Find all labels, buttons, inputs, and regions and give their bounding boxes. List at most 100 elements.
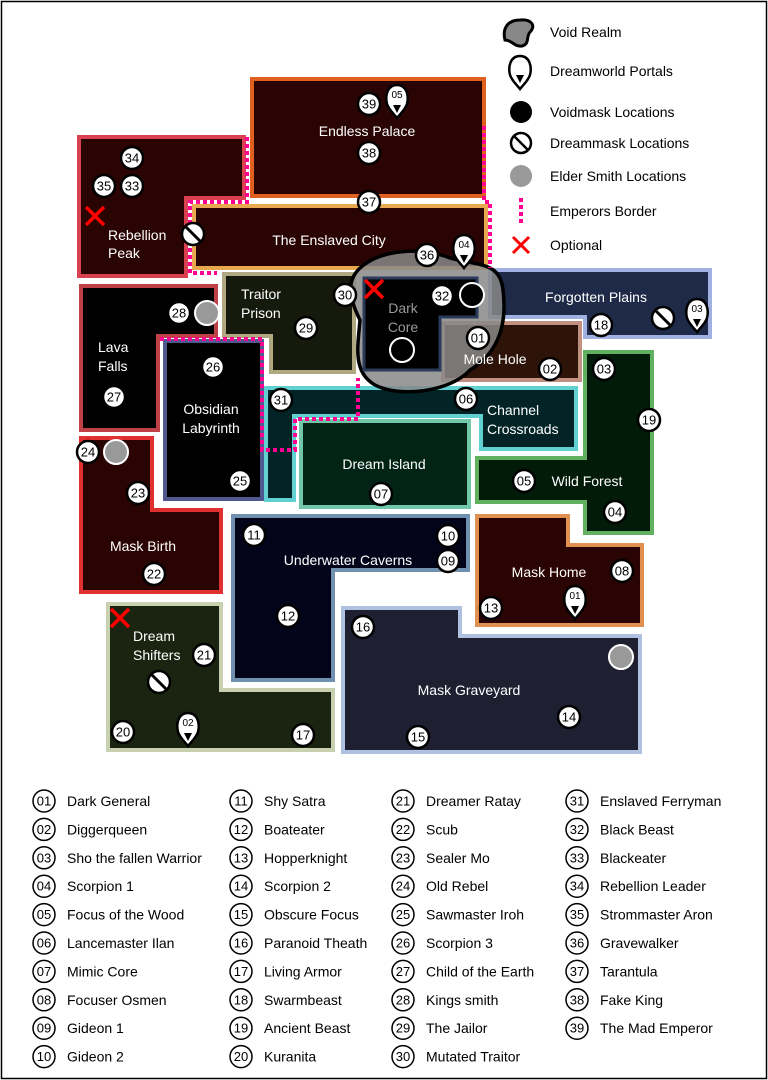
boss-list-number: 21 xyxy=(396,794,410,809)
portal-marker[interactable]: 05 xyxy=(385,83,409,121)
portal-number: 01 xyxy=(569,591,581,602)
boss-marker[interactable]: 31 xyxy=(268,387,294,413)
boss-marker[interactable]: 02 xyxy=(537,356,563,382)
boss-marker[interactable]: 03 xyxy=(591,356,617,382)
boss-marker[interactable]: 26 xyxy=(200,354,226,380)
boss-marker-number: 13 xyxy=(484,601,498,616)
boss-marker[interactable]: 27 xyxy=(101,384,127,410)
boss-marker[interactable]: 38 xyxy=(356,140,382,166)
boss-marker-number: 30 xyxy=(338,288,352,303)
boss-marker-number: 01 xyxy=(471,331,485,346)
elder-smith-icon[interactable] xyxy=(608,644,634,670)
region-mask-birth[interactable] xyxy=(79,436,223,594)
region-underwater-caverns[interactable] xyxy=(231,514,470,682)
dreammask-icon[interactable] xyxy=(146,669,172,695)
boss-marker[interactable]: 12 xyxy=(275,603,301,629)
region-mask-home[interactable] xyxy=(475,514,644,627)
boss-marker-number: 36 xyxy=(420,248,434,263)
boss-marker[interactable]: 07 xyxy=(368,481,394,507)
boss-marker[interactable]: 17 xyxy=(290,722,316,748)
region-rebellion-peak[interactable] xyxy=(77,135,246,278)
boss-marker[interactable]: 23 xyxy=(125,480,151,506)
legend-optional: Optional xyxy=(550,237,602,253)
portal-icon xyxy=(563,584,587,622)
boss-marker[interactable]: 28 xyxy=(166,300,192,326)
boss-list-number: 10 xyxy=(37,1049,51,1064)
boss-marker[interactable]: 04 xyxy=(602,499,628,525)
boss-list-number: 09 xyxy=(37,1021,51,1036)
boss-list-name: Lancemaster Ilan xyxy=(67,935,174,951)
boss-marker[interactable]: 39 xyxy=(356,91,382,117)
portal-marker[interactable]: 03 xyxy=(685,297,709,335)
boss-marker-number: 26 xyxy=(206,360,220,375)
elder-smith-icon[interactable] xyxy=(194,300,220,326)
boss-list-number: 03 xyxy=(37,850,51,865)
boss-marker[interactable]: 05 xyxy=(511,468,537,494)
elder-smith-icon[interactable] xyxy=(103,439,129,465)
label-obsidian-labyrinth-2: Labyrinth xyxy=(182,420,240,436)
region-dream-shifters[interactable] xyxy=(106,602,335,752)
boss-list-number: 28 xyxy=(396,992,410,1007)
boss-marker[interactable]: 21 xyxy=(191,642,217,668)
region-labels: Endless Palace Rebellion Peak The Enslav… xyxy=(98,123,647,698)
boss-list-name: Gideon 1 xyxy=(67,1020,124,1036)
boss-list-number: 20 xyxy=(234,1049,248,1064)
boss-list-number: 04 xyxy=(37,879,51,894)
boss-marker[interactable]: 18 xyxy=(588,312,614,338)
boss-marker[interactable]: 34 xyxy=(119,145,145,171)
boss-marker[interactable]: 37 xyxy=(356,189,382,215)
boss-list-item: 14 Scorpion 2 xyxy=(229,874,331,898)
label-mask-home: Mask Home xyxy=(512,564,587,580)
dreammask-icon[interactable] xyxy=(650,305,676,331)
boss-marker-number: 07 xyxy=(374,487,388,502)
dreammask-icon[interactable] xyxy=(180,221,206,247)
boss-marker[interactable]: 25 xyxy=(227,468,253,494)
boss-marker[interactable]: 30 xyxy=(332,282,358,308)
boss-marker[interactable]: 35 xyxy=(91,173,117,199)
boss-marker[interactable]: 09 xyxy=(435,548,461,574)
boss-list-name: Focuser Osmen xyxy=(67,992,167,1008)
portal-marker[interactable]: 01 xyxy=(563,584,587,622)
region-channel-crossroads[interactable] xyxy=(264,386,578,502)
boss-list-number: 32 xyxy=(570,822,584,837)
boss-marker[interactable]: 08 xyxy=(609,558,635,584)
boss-list-number: 07 xyxy=(37,964,51,979)
boss-marker[interactable]: 01 xyxy=(465,325,491,351)
boss-marker[interactable]: 16 xyxy=(350,614,376,640)
boss-marker[interactable]: 13 xyxy=(478,595,504,621)
boss-marker[interactable]: 22 xyxy=(141,561,167,587)
portal-marker[interactable]: 02 xyxy=(176,711,200,749)
boss-marker[interactable]: 11 xyxy=(241,522,267,548)
boss-marker[interactable]: 33 xyxy=(119,173,145,199)
label-dream-shifters: Dream xyxy=(133,628,175,644)
boss-marker[interactable]: 19 xyxy=(636,407,662,433)
boss-marker[interactable]: 14 xyxy=(556,704,582,730)
boss-marker[interactable]: 24 xyxy=(75,439,101,465)
legend-dreammask: Dreammask Locations xyxy=(550,135,689,151)
boss-marker[interactable]: 06 xyxy=(453,386,479,412)
boss-list-name: Ancient Beast xyxy=(264,1020,350,1036)
portal-marker[interactable]: 04 xyxy=(452,233,476,271)
boss-marker[interactable]: 10 xyxy=(435,523,461,549)
voidmask-icon[interactable] xyxy=(389,337,415,363)
boss-marker[interactable]: 15 xyxy=(405,724,431,750)
boss-marker[interactable]: 29 xyxy=(293,315,319,341)
label-mask-graveyard: Mask Graveyard xyxy=(418,682,521,698)
boss-list-name: Swarmbeast xyxy=(264,992,342,1008)
voidmask-icon[interactable] xyxy=(459,282,485,308)
boss-marker[interactable]: 36 xyxy=(414,242,440,268)
boss-list-number: 12 xyxy=(234,822,248,837)
boss-list-number: 14 xyxy=(234,879,248,894)
boss-marker[interactable]: 32 xyxy=(429,283,455,309)
boss-list-number: 26 xyxy=(396,936,410,951)
boss-list-name: Scorpion 2 xyxy=(264,878,331,894)
boss-marker[interactable]: 20 xyxy=(110,719,136,745)
label-dream-island: Dream Island xyxy=(342,456,425,472)
boss-list-number: 15 xyxy=(234,907,248,922)
legend-voidmask: Voidmask Locations xyxy=(550,104,675,120)
